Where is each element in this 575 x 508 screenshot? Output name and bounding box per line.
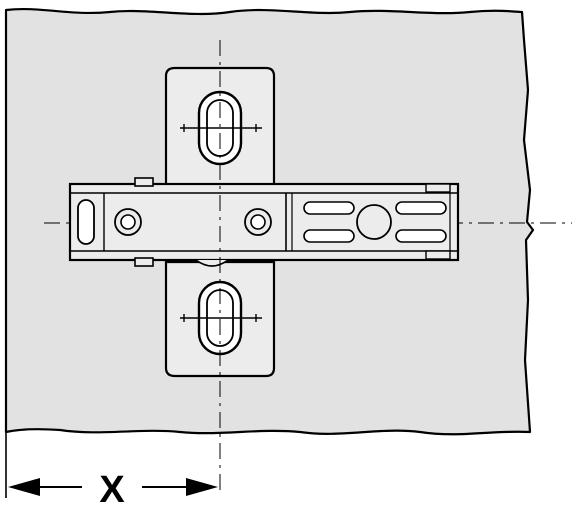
adjustment-slots bbox=[303, 201, 447, 243]
top-clip-right bbox=[425, 183, 451, 193]
top-clip-left bbox=[134, 177, 154, 187]
bottom-clip-left bbox=[134, 257, 154, 267]
dimension-label: X bbox=[99, 469, 125, 508]
dimension-arrow-right bbox=[142, 478, 218, 496]
rivet-left bbox=[114, 208, 142, 236]
upper-slot-crosshair bbox=[180, 124, 262, 132]
adjustment-hole bbox=[356, 204, 392, 240]
dimension-arrow-left bbox=[8, 478, 82, 496]
lower-slot-crosshair bbox=[180, 314, 262, 322]
bottom-clip-right bbox=[425, 250, 451, 260]
arm-end-slot bbox=[77, 199, 95, 245]
rivet-right bbox=[244, 208, 272, 236]
